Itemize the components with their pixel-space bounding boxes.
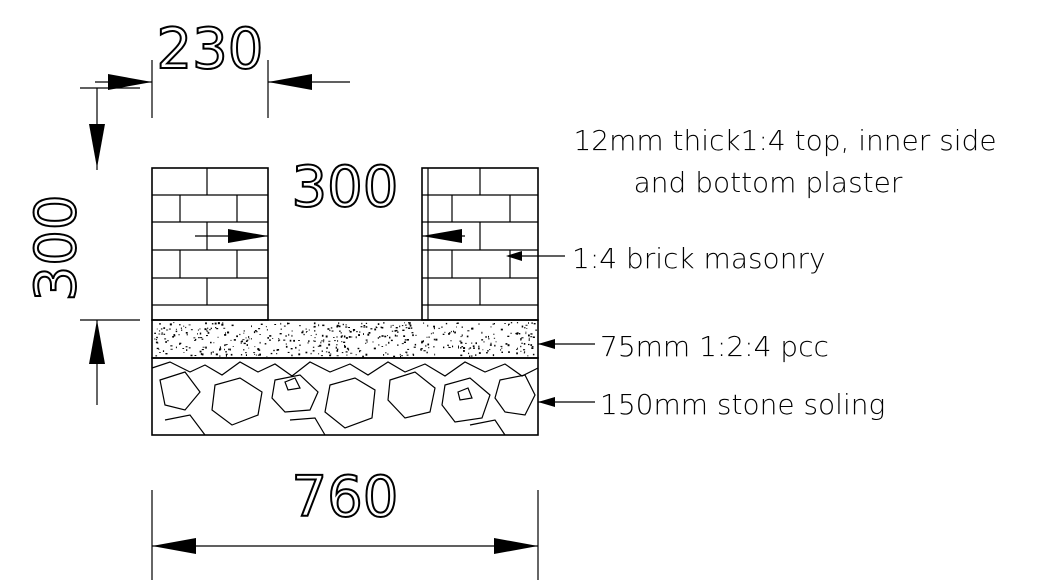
left-brick-wall bbox=[151, 167, 269, 321]
soling-label: 150mm stone soling bbox=[600, 388, 885, 421]
dimension-opening: 300 bbox=[195, 154, 465, 243]
dim-300-height-text: 300 bbox=[24, 195, 89, 302]
pcc-label: 75mm 1:2:4 pcc bbox=[600, 330, 829, 363]
dimension-wall-width: 230 bbox=[95, 16, 350, 118]
dimension-total-width: 760 bbox=[151, 464, 539, 580]
masonry-label: 1:4 brick masonry bbox=[572, 242, 826, 275]
dim-300-opening-text: 300 bbox=[292, 155, 399, 220]
right-brick-wall bbox=[421, 167, 539, 321]
stone-soling-layer bbox=[151, 357, 539, 436]
plaster-label-line1: 12mm thick1:4 top, inner side bbox=[573, 124, 996, 157]
leader-lines bbox=[506, 251, 595, 407]
dimension-height: 300 bbox=[23, 87, 140, 405]
plaster-label-line2: and bottom plaster bbox=[634, 166, 903, 199]
dim-760-text: 760 bbox=[292, 465, 399, 530]
dim-230-text: 230 bbox=[157, 17, 264, 82]
pcc-layer bbox=[151, 319, 539, 359]
